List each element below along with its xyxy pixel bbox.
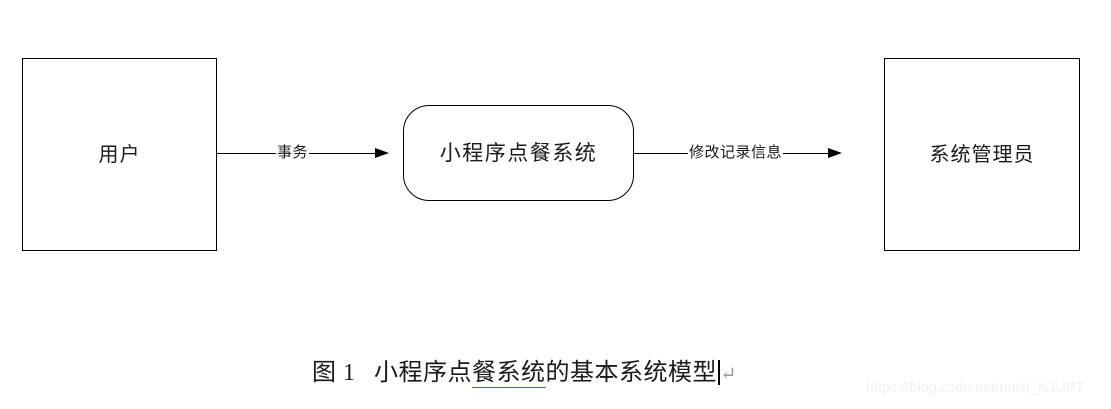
caption-text-before: 小程序点 — [374, 360, 472, 386]
flow-modify-record: 修改记录信息 — [633, 143, 885, 163]
figure-caption: 图 1 小程序点餐系统的基本系统模型↵ — [312, 360, 737, 388]
entity-label-admin: 系统管理员 — [929, 143, 1035, 166]
flow-line-segment — [309, 152, 376, 154]
caption-text-after: 的基本系统模型 — [545, 360, 717, 386]
arrow-head-icon — [828, 148, 843, 158]
caption-text-underlined: 餐系统 — [472, 360, 546, 388]
caption-figure-label: 图 — [312, 360, 337, 386]
paragraph-mark-icon: ↵ — [720, 364, 738, 385]
caption-figure-number: 1 — [343, 360, 356, 386]
flow-label-modify-record: 修改记录信息 — [689, 144, 783, 161]
flow-label-transaction: 事务 — [277, 144, 309, 161]
process-label-system: 小程序点餐系统 — [439, 140, 598, 165]
flow-line-segment — [216, 152, 276, 154]
entity-box-admin: 系统管理员 — [884, 58, 1080, 251]
arrow-head-icon — [375, 148, 390, 158]
watermark: https://blog.csdn.net/nuist_NJUPT — [866, 379, 1085, 395]
flow-line-segment — [633, 152, 688, 154]
entity-label-user: 用户 — [98, 143, 141, 166]
text-caret — [718, 360, 720, 385]
entity-box-user: 用户 — [22, 58, 217, 251]
flow-transaction: 事务 — [216, 143, 404, 163]
flow-line-segment — [783, 152, 829, 154]
process-node-system: 小程序点餐系统 — [403, 105, 634, 201]
